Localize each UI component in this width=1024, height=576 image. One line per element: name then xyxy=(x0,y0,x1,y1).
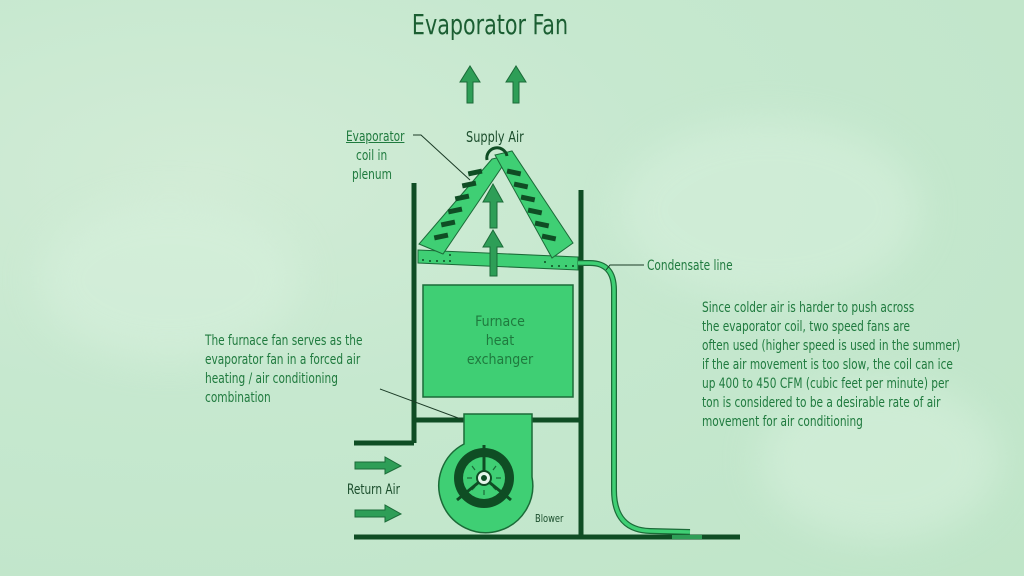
condensate-line-label: Condensate line xyxy=(647,258,733,274)
background-cloud xyxy=(40,200,300,360)
page-title: Evaporator Fan xyxy=(411,8,569,41)
supply-air-label: Supply Air xyxy=(466,128,524,146)
furnace-label: Furnace heat exchanger xyxy=(460,313,540,370)
blower-label: Blower xyxy=(535,512,564,525)
coil-fins xyxy=(433,168,557,242)
furnace-label-line: Furnace xyxy=(475,314,525,330)
note-line: if the air movement is too slow, the coi… xyxy=(702,357,953,373)
return-air-label: Return Air xyxy=(347,482,400,498)
return-air-arrows xyxy=(354,456,403,523)
internal-airflow-arrows xyxy=(482,182,504,277)
furnace-fan-note: The furnace fan serves as the evaporator… xyxy=(205,332,362,408)
note-line: heating / air conditioning xyxy=(205,371,338,387)
note-line: movement for air conditioning xyxy=(702,414,863,430)
note-line: evaporator fan in a forced air xyxy=(205,352,361,368)
furnace-label-line: heat xyxy=(485,333,515,349)
supply-air-arrows xyxy=(459,65,527,104)
evaporator-coil xyxy=(418,146,574,259)
evaporator-label-line2: coil in xyxy=(356,148,388,164)
note-line: The furnace fan serves as the xyxy=(205,333,363,349)
right-note: Since colder air is harder to push acros… xyxy=(702,299,960,432)
note-line: the evaporator coil, two speed fans are xyxy=(702,319,911,335)
note-line: combination xyxy=(205,390,271,406)
drain-pan-dots xyxy=(422,254,574,267)
leader-lines xyxy=(379,134,644,426)
note-line: Since colder air is harder to push acros… xyxy=(702,300,915,316)
furnace-label-line: exchanger xyxy=(466,352,534,368)
note-line: often used (higher speed is used in the … xyxy=(702,338,961,354)
blower xyxy=(438,413,534,534)
furnace-heat-exchanger xyxy=(422,284,574,398)
note-line: ton is considered to be a desirable rate… xyxy=(702,395,941,411)
evaporator-label-line3: plenum xyxy=(352,167,392,183)
background-cloud xyxy=(620,120,920,300)
condensate-line xyxy=(578,260,691,535)
drain-pan xyxy=(417,249,579,271)
evaporator-label: Evaporator xyxy=(346,129,405,145)
background-cloud xyxy=(760,380,1000,540)
note-line: up 400 to 450 CFM (cubic feet per minute… xyxy=(702,376,949,392)
